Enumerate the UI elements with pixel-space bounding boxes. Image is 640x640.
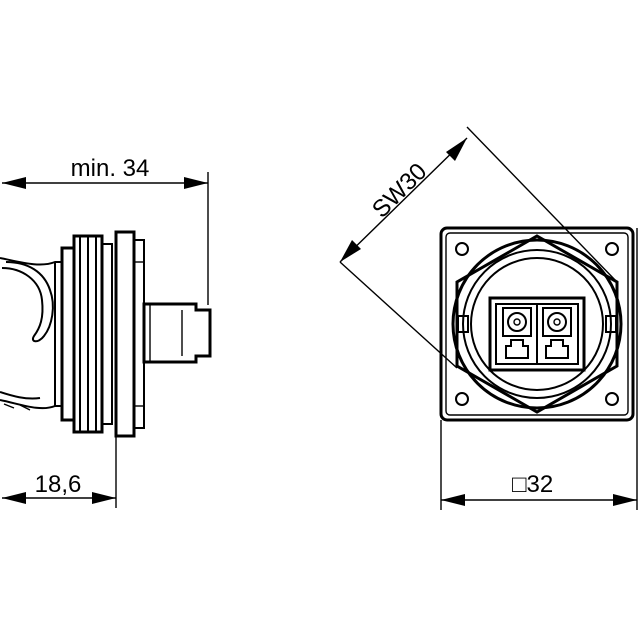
mounting-hole (605, 392, 619, 406)
dimension-label-18-6: 18,6 (35, 471, 82, 498)
dimension-18-6 (2, 436, 117, 508)
flange-plate (114, 230, 145, 438)
threaded-body (60, 234, 113, 434)
fiber-ferrule-left (507, 312, 527, 332)
dimension-label-min-34: min. 34 (71, 155, 150, 182)
dimension-label-sw30: SW30 (367, 158, 432, 223)
square-value: 32 (527, 471, 554, 498)
side-view (0, 230, 212, 438)
dimension-label-square-32: □32 (512, 471, 553, 498)
mounting-hole (455, 242, 469, 256)
square-symbol: □ (512, 471, 527, 498)
lc-latch-left (505, 339, 529, 359)
front-view (439, 226, 635, 422)
duplex-lc-receptacle (488, 296, 586, 372)
fiber-ferrule-right (547, 312, 567, 332)
cable-strain-relief (0, 256, 63, 412)
mounting-hole (455, 392, 469, 406)
housing-ring-outer (451, 238, 623, 410)
square-flange (439, 226, 635, 422)
dimension-square-32 (440, 228, 638, 510)
dimension-min-34 (2, 172, 209, 305)
lc-connector-side (142, 302, 212, 364)
mounting-hole (605, 242, 619, 256)
lc-latch-right (545, 339, 569, 359)
dimension-sw30 (339, 126, 618, 369)
